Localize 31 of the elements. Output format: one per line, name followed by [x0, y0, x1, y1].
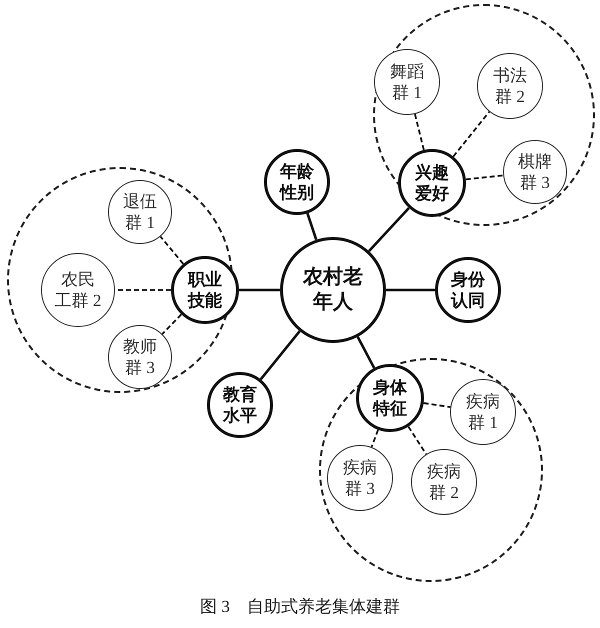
node-label: 疾病群 3	[342, 456, 378, 500]
node-label: 教育水平	[222, 384, 258, 426]
node-label: 疾病群 1	[464, 390, 501, 434]
connector-line	[356, 336, 376, 369]
dashed-connector	[414, 114, 425, 150]
node-label: 棋牌群 3	[516, 150, 553, 194]
connector-line	[239, 288, 280, 292]
figure-caption: 图 3 自助式养老集体建群	[199, 596, 401, 618]
node-label: 身体特征	[372, 376, 408, 420]
node-label: 身份认同	[450, 268, 486, 312]
node-label: 农村老年人	[302, 265, 364, 315]
connector-line	[386, 288, 435, 292]
dashed-connector	[115, 289, 171, 291]
connector-line	[260, 330, 301, 380]
node-label: 书法群 2	[492, 64, 528, 108]
node-label: 农民工群 2	[54, 268, 102, 312]
connector-line	[368, 207, 410, 252]
dashed-connector	[452, 111, 490, 158]
dashed-connector	[466, 174, 504, 180]
node-label: 舞蹈群 1	[388, 60, 425, 104]
dashed-connector	[370, 430, 379, 448]
node-label: 兴趣爱好	[414, 162, 450, 204]
node-label: 退伍群 1	[122, 190, 158, 234]
dashed-connector	[423, 402, 450, 408]
node-label: 疾病群 2	[426, 460, 462, 504]
node-label: 教师群 3	[122, 336, 158, 378]
node-label: 年龄性别	[278, 160, 315, 204]
dashed-connector	[160, 236, 184, 264]
node-label: 职业技能	[186, 268, 223, 312]
dashed-connector	[162, 314, 182, 335]
dashed-connector	[408, 426, 427, 455]
